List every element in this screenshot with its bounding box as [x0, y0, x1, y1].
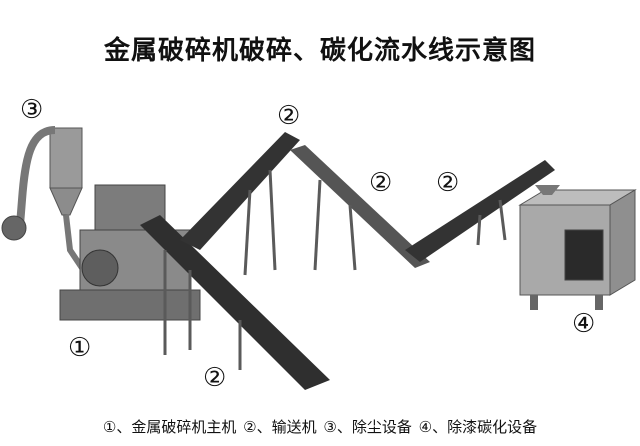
- legend-item-crusher: ①、金属破碎机主机: [102, 418, 237, 436]
- legend-item-furnace: ④、除漆碳化设备: [418, 418, 538, 436]
- furnace-leg: [530, 295, 538, 310]
- conveyor-bottom-belt: [140, 215, 330, 390]
- conveyor-middle-belt: [290, 145, 430, 268]
- conveyor-upper-leg: [243, 189, 252, 276]
- legend-item-conveyor: ②、输送机: [243, 418, 317, 436]
- crusher-rotor: [81, 249, 119, 287]
- marker-dust-collector: ③: [20, 95, 44, 125]
- furnace-side: [609, 189, 636, 296]
- crusher-base: [59, 289, 201, 321]
- conveyor-right-belt: [405, 160, 555, 262]
- carbonization-furnace: [518, 185, 637, 310]
- legend-item-dust: ③、除尘设备: [323, 418, 412, 436]
- dust-fan: [1, 215, 27, 241]
- marker-conveyor-mid-left: ②: [369, 168, 393, 198]
- furnace-leg: [595, 295, 603, 310]
- conveyor-middle-leg: [313, 179, 322, 271]
- marker-conveyor-mid-right: ②: [436, 168, 460, 198]
- marker-crusher: ①: [68, 333, 92, 363]
- conveyor-bottom: [140, 215, 330, 390]
- furnace-door: [564, 229, 604, 281]
- marker-conveyor-top: ②: [277, 101, 301, 131]
- marker-furnace: ④: [572, 309, 596, 339]
- conveyor-upper-belt: [180, 132, 300, 250]
- dust-collector: [1, 126, 93, 282]
- marker-conveyor-bottom: ②: [203, 363, 227, 393]
- conveyor-middle-leg: [348, 204, 357, 271]
- conveyor-right: [405, 160, 555, 262]
- conveyor-right-leg: [498, 199, 507, 241]
- legend: ①、金属破碎机主机 ②、输送机 ③、除尘设备 ④、除漆碳化设备: [0, 416, 640, 437]
- diagram-title: 金属破碎机破碎、碳化流水线示意图: [103, 36, 536, 66]
- crusher-machine: [59, 184, 201, 321]
- furnace-feed-hopper: [535, 185, 560, 195]
- conveyor-right-leg: [476, 214, 482, 246]
- cyclone-cone: [49, 187, 83, 216]
- conveyor-upper-leg: [268, 169, 277, 271]
- conveyor-middle: [290, 145, 430, 271]
- conveyor-upper: [180, 132, 300, 276]
- cyclone-body: [49, 127, 83, 189]
- dust-duct: [16, 126, 56, 226]
